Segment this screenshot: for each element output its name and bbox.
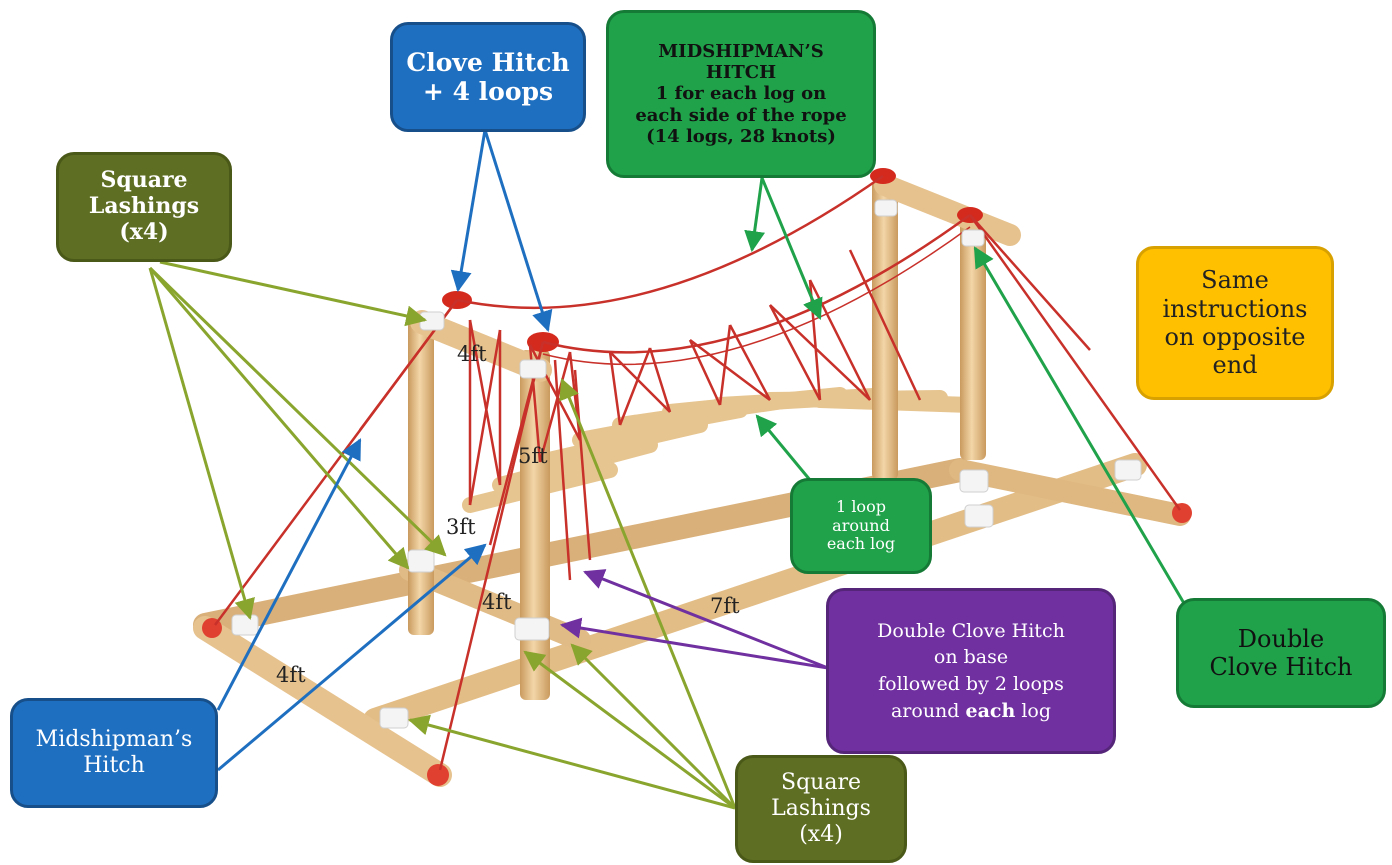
dim-5ft: 5ft xyxy=(518,444,548,468)
callout-line: 1 for each log on xyxy=(655,83,827,105)
callout-line: on base xyxy=(933,646,1009,669)
callout-line: Hitch xyxy=(83,753,145,778)
dim-3ft: 3ft xyxy=(446,515,476,539)
arrows-green xyxy=(744,177,1187,606)
callout-line: around xyxy=(832,515,890,535)
arrows-purple xyxy=(559,569,829,670)
arrows-blue xyxy=(216,129,553,772)
callout-line: (x4) xyxy=(799,821,843,847)
callout-line: Double Clove Hitch xyxy=(877,619,1065,642)
callout-line: 1 loop xyxy=(836,496,886,516)
callout-midshipmans-hitch-top: MIDSHIPMAN’S HITCH 1 for each log on eac… xyxy=(606,10,876,178)
callout-line: HITCH xyxy=(705,62,777,84)
ropes xyxy=(213,174,1182,771)
callout-line: around each log xyxy=(891,698,1051,725)
callout-line: end xyxy=(1212,351,1258,380)
callout-same-instructions: Same instructions on opposite end xyxy=(1136,246,1334,400)
callout-square-lashings-left: Square Lashings (x4) xyxy=(56,152,232,262)
callout-double-clove-hitch: Double Clove Hitch xyxy=(1176,598,1386,708)
callout-line: Clove Hitch xyxy=(1209,653,1353,681)
callout-line: Square xyxy=(781,770,861,796)
callout-line: + 4 loops xyxy=(422,77,554,106)
dim-4ft-mid: 4ft xyxy=(482,590,512,614)
callout-line: MIDSHIPMAN’S xyxy=(658,40,824,62)
callout-line: on opposite xyxy=(1164,323,1306,351)
callout-line: Clove Hitch xyxy=(406,47,570,77)
callout-line: followed by 2 loops xyxy=(878,673,1064,695)
callout-text: around xyxy=(890,699,966,722)
callout-line: Midshipman’s xyxy=(35,727,193,753)
callout-line: Same xyxy=(1201,266,1269,295)
callout-square-lashings-bottom: Square Lashings (x4) xyxy=(735,755,907,863)
dim-7ft: 7ft xyxy=(710,594,740,618)
base-log-right-cross xyxy=(949,459,1191,526)
callout-line: Double xyxy=(1237,624,1325,653)
callout-line: Lashings xyxy=(88,193,200,220)
dim-4ft-top: 4ft xyxy=(457,342,487,366)
callout-line: each side of the rope xyxy=(635,104,847,126)
dim-4ft-base: 4ft xyxy=(276,663,306,687)
callout-line: instructions xyxy=(1162,294,1308,323)
base-log-mid-cross xyxy=(399,559,591,651)
base-log-front-long xyxy=(363,453,1147,732)
callout-clove-hitch-loops: Clove Hitch + 4 loops xyxy=(390,22,586,132)
callout-line: each log xyxy=(826,534,896,554)
callout-text: log xyxy=(1015,699,1052,722)
arrows-olive xyxy=(148,260,737,810)
base-log-left-cross xyxy=(193,616,452,787)
callout-loop-each-log: 1 loop around each log xyxy=(790,478,932,574)
callout-emphasis: each xyxy=(965,699,1016,722)
callout-line: (14 logs, 28 knots) xyxy=(646,125,836,147)
callout-line: Lashings xyxy=(771,796,871,822)
callout-double-clove-base: Double Clove Hitch on base followed by 2… xyxy=(826,588,1116,754)
callout-line: (x4) xyxy=(119,218,169,245)
callout-midshipmans-hitch-left: Midshipman’s Hitch xyxy=(10,698,218,808)
callout-line: Square xyxy=(100,167,188,194)
